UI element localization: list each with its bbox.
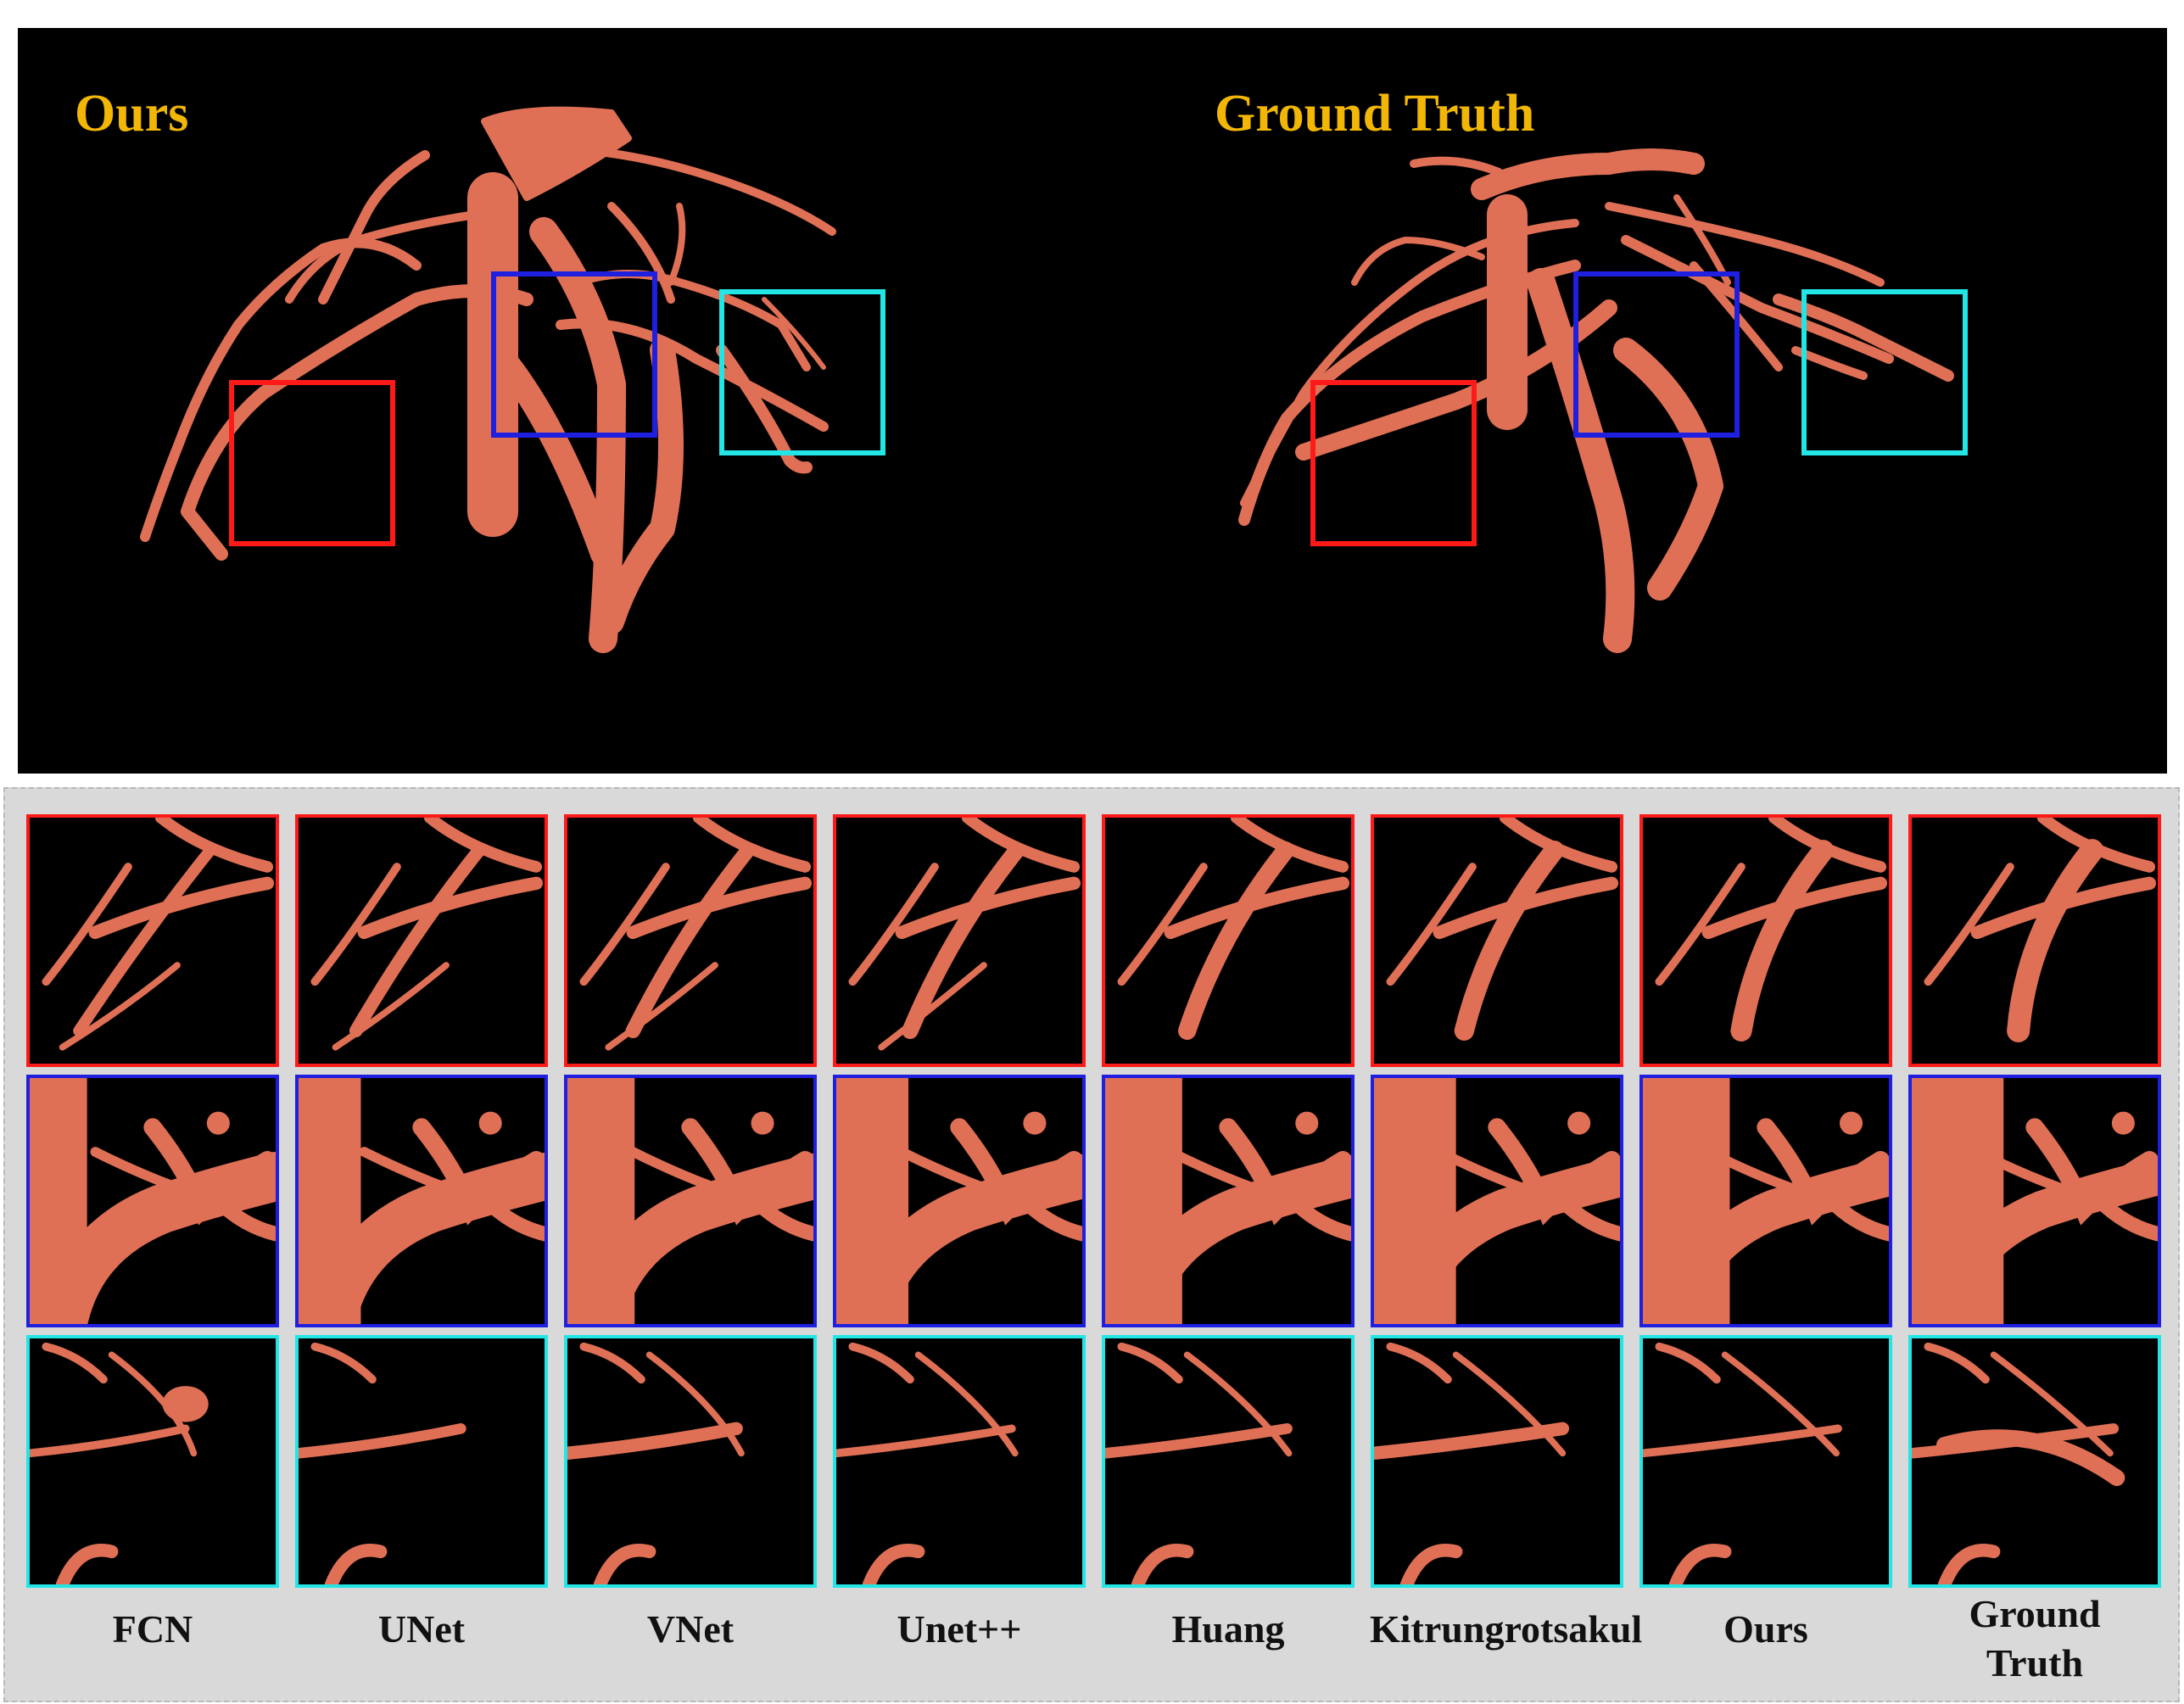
- blue-region-thumbnail: [833, 1075, 1086, 1327]
- cyan-region-thumbnail: [1371, 1335, 1623, 1588]
- cyan-region-thumbnail: [1639, 1335, 1892, 1588]
- red-region-thumbnail: [564, 814, 817, 1067]
- ours-3d-render: Ours: [18, 28, 1106, 774]
- method-label: Kitrungrotsakul: [1370, 1607, 1643, 1651]
- method-label: Huang: [1171, 1607, 1285, 1651]
- blue-region-thumbnail: [1908, 1075, 2161, 1327]
- ground-truth-title: Ground Truth: [1215, 85, 1535, 142]
- red-region-thumbnail: [1908, 814, 2161, 1067]
- red-region-thumbnail: [295, 814, 548, 1067]
- red-region-thumbnail: [1371, 814, 1623, 1067]
- blue-region-thumbnail: [295, 1075, 548, 1327]
- blue-region-thumbnail: [1639, 1075, 1892, 1327]
- red-region-thumbnail: [833, 814, 1086, 1067]
- cyan-region-thumbnail: [564, 1335, 817, 1588]
- method-label: FCN: [112, 1607, 193, 1651]
- blue-region-thumbnail: [1102, 1075, 1355, 1327]
- method-label: Ours: [1723, 1607, 1808, 1651]
- ground-truth-3d-render: Ground Truth: [1100, 28, 2167, 774]
- cyan-region-thumbnail: [1908, 1335, 2161, 1588]
- ours-vessel-render: [140, 106, 885, 653]
- method-label: VNet: [646, 1607, 735, 1651]
- method-comparison-grid: FCN UNet VNet Unet++ Huang Kitrungrotsakul Our…: [3, 787, 2180, 1702]
- ours-title: Ours: [75, 85, 189, 142]
- blue-region-thumbnail: [26, 1075, 279, 1327]
- red-region-thumbnail: [26, 814, 279, 1067]
- blue-region-thumbnail: [564, 1075, 817, 1327]
- method-label: Unet++: [897, 1607, 1022, 1651]
- ground-truth-vessel-render: [1238, 148, 1968, 653]
- cyan-region-thumbnail: [295, 1335, 548, 1588]
- red-region-thumbnail: [1639, 814, 1892, 1067]
- method-label: UNet: [377, 1607, 466, 1651]
- cyan-region-thumbnail: [1102, 1335, 1355, 1588]
- cyan-region-thumbnail: [833, 1335, 1086, 1588]
- cyan-region-thumbnail: [26, 1335, 279, 1588]
- blue-region-thumbnail: [1371, 1075, 1623, 1327]
- red-region-thumbnail: [1102, 814, 1355, 1067]
